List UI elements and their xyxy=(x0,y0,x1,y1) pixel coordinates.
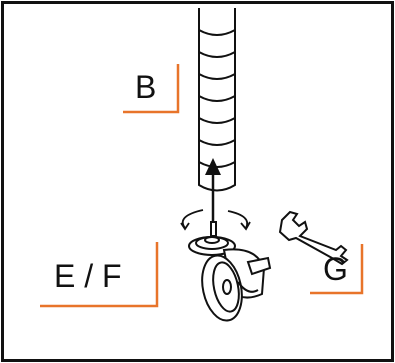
pole-icon xyxy=(198,8,236,192)
bracket-g xyxy=(310,244,364,295)
bracket-b xyxy=(123,64,180,114)
caster-wheel-icon xyxy=(188,221,272,322)
label-e-f: E / F xyxy=(54,258,122,294)
bracket-ef xyxy=(40,242,159,308)
label-brackets xyxy=(40,64,364,308)
label-g: G xyxy=(323,251,348,287)
up-arrow-icon xyxy=(205,158,221,230)
wrench-icon xyxy=(278,210,349,266)
rotate-icon xyxy=(180,209,251,231)
label-b: B xyxy=(135,69,157,105)
